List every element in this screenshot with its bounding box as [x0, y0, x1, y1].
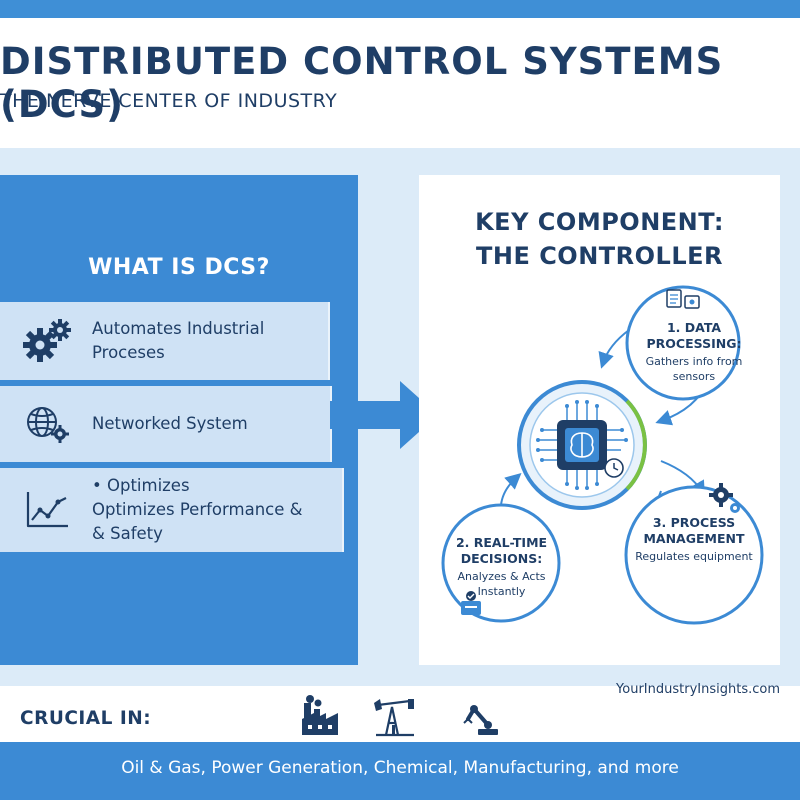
node-title: 1. DATA PROCESSING: — [646, 320, 742, 351]
node-title: 2. REAL-TIME — [455, 535, 548, 550]
heading-line: KEY COMPONENT: — [475, 208, 724, 236]
what-is-dcs-panel: WHAT IS DCS? — [0, 175, 358, 665]
data-processing-label: 1. DATA PROCESSING: Gathers info from se… — [619, 320, 769, 384]
feature-line: & Safety — [92, 524, 163, 543]
oil-pump-icon — [374, 699, 414, 737]
node-desc: Gathers info from — [645, 355, 743, 368]
controller-diagram — [441, 285, 764, 625]
feature-automates: Automates Industrial Proceses — [0, 302, 330, 380]
node-desc: Analyzes & Acts Instantly — [457, 570, 546, 598]
node-title: 3. PROCESS — [652, 515, 736, 530]
node-desc: Regulates equipment — [635, 550, 753, 563]
feature-line: • Optimizes — [92, 476, 190, 495]
controller-accent-ring — [625, 399, 647, 491]
cycle-arrow — [598, 329, 630, 369]
crucial-in-label: CRUCIAL IN: — [20, 708, 152, 729]
header — [0, 18, 800, 148]
feature-line: Automates Industrial — [92, 319, 265, 338]
heading-line: THE CONTROLLER — [475, 242, 724, 270]
key-component-heading: KEY COMPONENT: THE CONTROLLER — [419, 205, 780, 273]
right-arrow-icon — [330, 381, 438, 449]
feature-optimizes: • Optimizes Optimizes Performance & & Sa… — [0, 468, 344, 552]
feature-text: Automates Industrial Proceses — [92, 317, 264, 365]
key-component-card: KEY COMPONENT: THE CONTROLLER — [419, 175, 780, 665]
page-title: DISTRIBUTED CONTROL SYSTEMS (DCS) — [0, 40, 724, 126]
chip-brain-icon — [536, 400, 628, 490]
top-band — [0, 0, 800, 18]
gears-icon — [709, 483, 740, 513]
factory-icon — [302, 695, 338, 735]
process-management-node — [624, 485, 764, 625]
feature-text: • Optimizes Optimizes Performance & & Sa… — [92, 474, 303, 546]
industries-list: Oil & Gas, Power Generation, Chemical, M… — [121, 758, 679, 778]
feature-networked: Networked System — [0, 386, 332, 462]
what-is-dcs-heading: WHAT IS DCS? — [88, 255, 270, 280]
line-chart-icon — [16, 485, 80, 535]
node-title: MANAGEMENT — [643, 531, 745, 546]
feature-line: Optimizes Performance & — [92, 500, 303, 519]
real-time-decisions-label: 2. REAL-TIME DECISIONS: Analyzes & Acts … — [439, 535, 564, 599]
robot-arm-icon — [463, 705, 498, 735]
process-management-label: 3. PROCESS MANAGEMENT Regulates equipmen… — [629, 515, 759, 564]
globe-network-icon — [16, 399, 80, 449]
node-desc: sensors — [672, 370, 716, 383]
feature-line: Networked System — [92, 414, 248, 433]
feature-text: Networked System — [92, 412, 248, 436]
industries-band: Oil & Gas, Power Generation, Chemical, M… — [0, 742, 800, 800]
documents-icon — [666, 289, 700, 309]
decision-icon — [461, 591, 481, 615]
website-url: YourIndustryInsights.com — [616, 682, 780, 697]
page-subtitle: THE NERVE CENTER OF INDUSTRY — [0, 90, 338, 112]
feature-line: Proceses — [92, 343, 165, 362]
gears-icon — [16, 316, 80, 366]
data-processing-node — [625, 285, 741, 401]
node-title: DECISIONS: — [460, 551, 543, 566]
